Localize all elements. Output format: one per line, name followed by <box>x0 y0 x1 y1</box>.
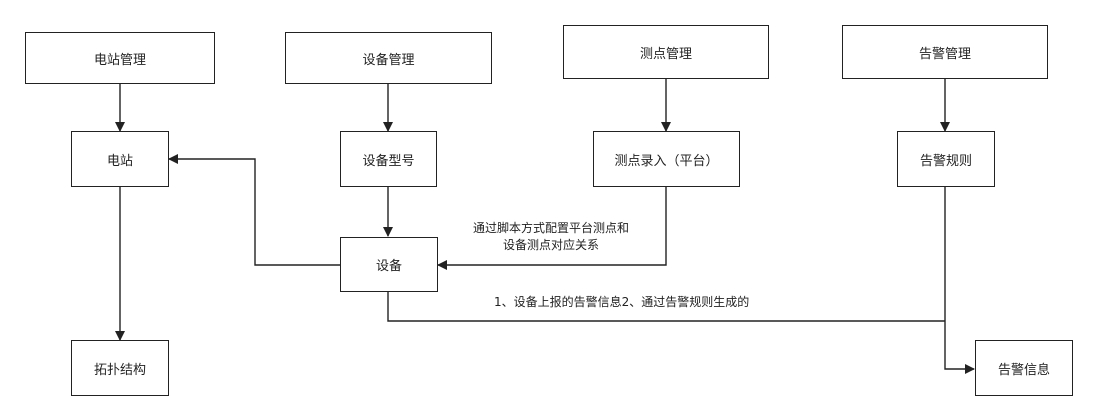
node-device: 设备 <box>340 237 438 292</box>
node-alarm-rule: 告警规则 <box>897 131 995 187</box>
edge-label-script-mapping-line2: 设备测点对应关系 <box>502 238 599 252</box>
node-station-management: 电站管理 <box>25 32 215 84</box>
node-station-management-label: 电站管理 <box>93 52 146 68</box>
edge-label-script-mapping-line1: 通过脚本方式配置平台测点和 <box>472 221 629 235</box>
node-device-model-label: 设备型号 <box>362 153 415 169</box>
node-station: 电站 <box>71 131 169 187</box>
node-topology: 拓扑结构 <box>71 340 169 396</box>
node-alarm-rule-label: 告警规则 <box>919 153 972 169</box>
edge-label-alarm-source: 1、设备上报的告警信息2、通过告警规则生成的 <box>494 293 749 310</box>
node-point-management: 测点管理 <box>563 25 769 79</box>
node-device-model: 设备型号 <box>340 131 437 187</box>
node-topology-label: 拓扑结构 <box>93 362 146 378</box>
node-alarm-management-label: 告警管理 <box>918 46 971 62</box>
node-point-entry-label: 测点录入（平台） <box>614 153 719 169</box>
node-device-label: 设备 <box>375 259 402 274</box>
node-device-management: 设备管理 <box>285 32 492 84</box>
node-point-management-label: 测点管理 <box>639 46 692 62</box>
node-point-entry: 测点录入（平台） <box>593 131 740 187</box>
edge-device-to-alarm-info <box>387 292 945 322</box>
edge-label-script-mapping: 通过脚本方式配置平台测点和 设备测点对应关系 <box>456 220 646 254</box>
node-alarm-management: 告警管理 <box>842 25 1048 79</box>
edge-device-to-station <box>168 154 340 266</box>
edge-point-entry-to-device <box>437 187 667 270</box>
node-device-management-label: 设备管理 <box>362 52 415 68</box>
edge-label-alarm-source-text: 1、设备上报的告警信息2、通过告警规则生成的 <box>494 295 750 309</box>
edge-alarm-rule-to-alarm-info <box>944 187 975 374</box>
node-alarm-info: 告警信息 <box>975 340 1073 396</box>
node-alarm-info-label: 告警信息 <box>997 362 1050 378</box>
node-station-label: 电站 <box>106 153 133 169</box>
